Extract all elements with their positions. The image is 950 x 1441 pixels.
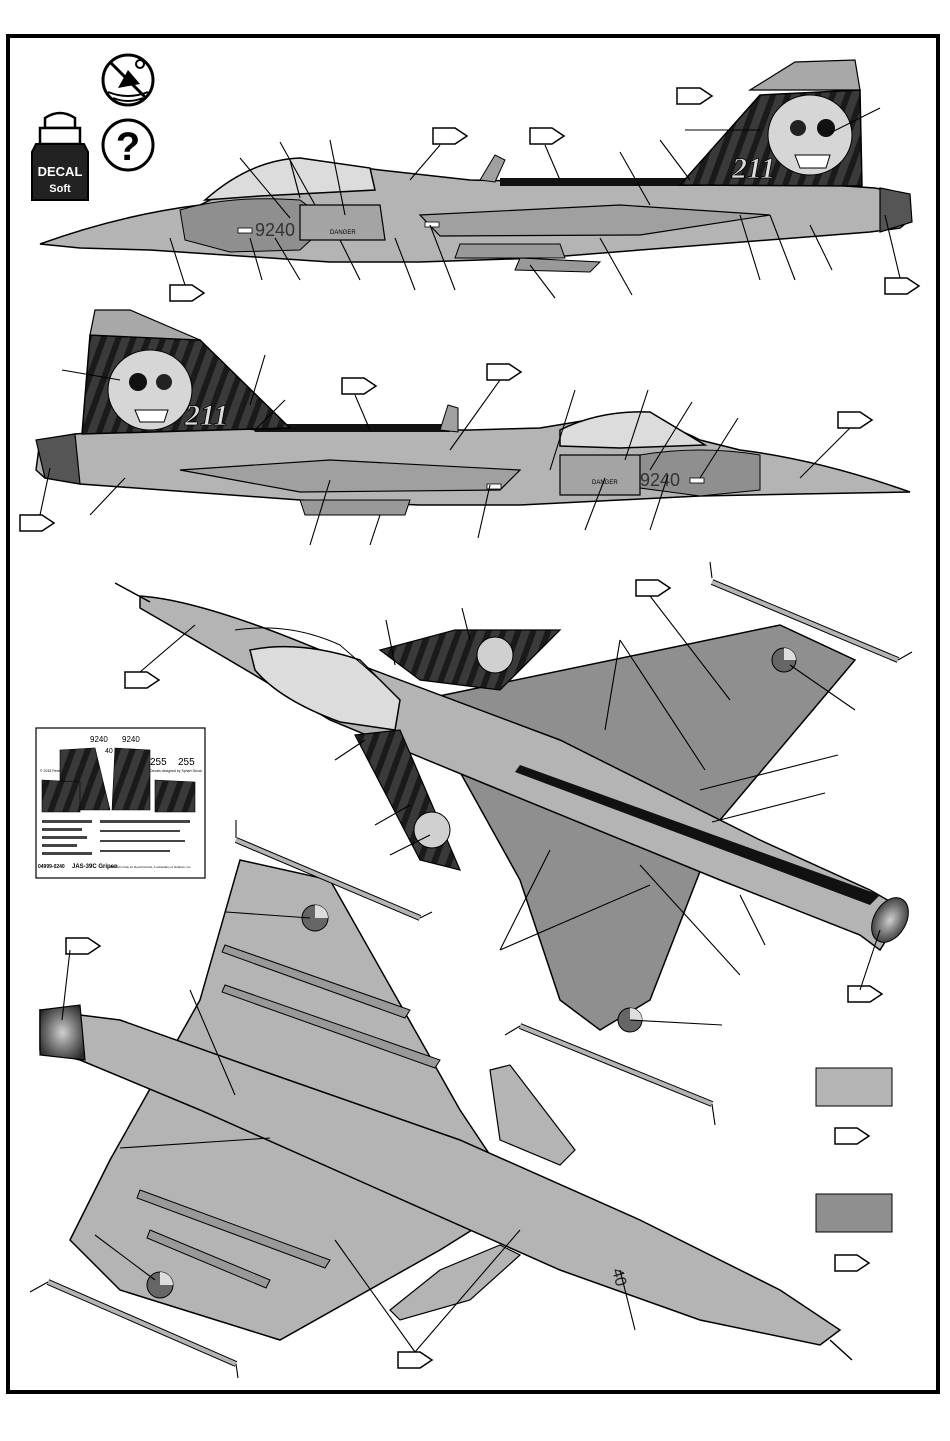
decal-40: 40 (105, 748, 113, 755)
danger-label: DANGER (592, 480, 618, 486)
decal-sheet-preview: 9240 9240 40 255 255 Decals designed by … (36, 728, 205, 878)
decal-serial-right: 9240 (122, 735, 140, 744)
help-question-icon: ? (103, 120, 153, 170)
serial-number-text: 9240 (255, 220, 295, 240)
decal-255-right: 255 (178, 757, 195, 768)
tail-number-text: 211 (184, 399, 228, 432)
decal-label: DECAL (38, 164, 83, 179)
tail-number-text: 211 (731, 152, 775, 185)
soft-label: Soft (49, 183, 71, 195)
decal-credit: Decals designed by Syhart Decal (150, 769, 202, 773)
decal-serial-left: 9240 (90, 735, 108, 744)
intake (560, 455, 640, 495)
decal-part-number: 04999-0240 (38, 864, 65, 870)
serial-number-text: 9240 (640, 470, 680, 490)
decal-print-note: Printed in Italy for Revell GmbH, A subs… (110, 865, 192, 869)
dip-in-water-icon (103, 55, 153, 105)
dark-spine (500, 178, 705, 186)
legend-swatch-light-grey (816, 1068, 892, 1106)
decal-255-left: 255 (150, 757, 167, 768)
legend-swatch-medium-grey (816, 1194, 892, 1232)
danger-label: DANGER (330, 230, 356, 236)
question-glyph: ? (116, 125, 140, 169)
